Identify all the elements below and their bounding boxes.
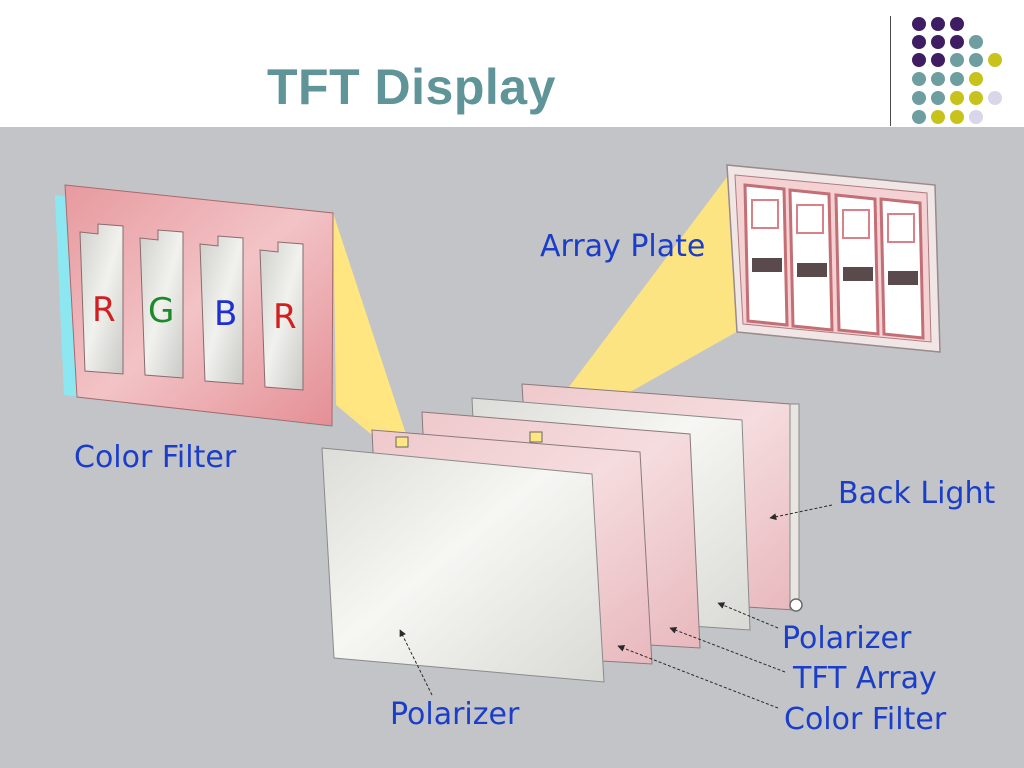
front-polarizer-leader: [399, 629, 433, 696]
front-polarizer-panel: [321, 447, 605, 683]
dot: [950, 91, 964, 105]
back-light-leader: [769, 504, 833, 521]
dot: [931, 35, 945, 49]
color-filter-projection-beam-body: [333, 213, 406, 440]
dot: [912, 72, 926, 86]
dot: [950, 17, 964, 31]
color-filter-callout-edge: [55, 195, 78, 397]
filter-stripe-letter: R: [273, 297, 297, 337]
array-pixel-cell: [879, 197, 925, 340]
back-light-label: Back Light: [838, 476, 995, 511]
dot: [931, 72, 945, 86]
slide-title: TFT Display: [267, 59, 556, 115]
dot: [969, 53, 983, 67]
dot: [969, 35, 983, 49]
dot: [988, 53, 1002, 67]
dot: [912, 17, 926, 31]
dot: [950, 35, 964, 49]
dot: [931, 91, 945, 105]
dot: [912, 35, 926, 49]
dot: [912, 53, 926, 67]
dot: [969, 72, 983, 86]
dot: [931, 17, 945, 31]
color-filter-callout: R G B R: [55, 184, 334, 427]
header-divider: [890, 16, 891, 126]
filter-stripe: [259, 241, 304, 391]
filter-stripe-letter: G: [148, 291, 174, 331]
color-filter-layer-leader: [617, 645, 779, 709]
rear-polarizer-leader: [717, 602, 779, 629]
array-plate-callout-label: Array Plate: [540, 229, 705, 264]
array-plate-projection-beam: [535, 177, 740, 440]
filter-stripe: [79, 223, 124, 375]
dot: [950, 72, 964, 86]
dot: [912, 110, 926, 124]
tft-array-label: TFT Array: [792, 661, 937, 696]
tft-array-corner-mark: [529, 431, 543, 443]
filter-stripe-letter: R: [92, 290, 116, 330]
dot: [950, 53, 964, 67]
dot: [950, 110, 964, 124]
back-light-tube: [789, 403, 800, 611]
array-pixel-cell: [743, 183, 789, 327]
color-filter-callout-label: Color Filter: [74, 440, 237, 475]
rear-polarizer-label: Polarizer: [782, 621, 912, 656]
tft-array-leader: [669, 626, 786, 673]
color-filter-corner-mark: [395, 436, 409, 448]
dot: [988, 91, 1002, 105]
dot: [931, 53, 945, 67]
dot: [969, 91, 983, 105]
filter-stripe: [139, 229, 184, 379]
front-polarizer-label: Polarizer: [390, 697, 520, 732]
decorative-dot-grid: [912, 17, 1002, 124]
filter-stripe-letter: B: [214, 294, 237, 334]
dot: [931, 110, 945, 124]
array-plate-callout: [726, 164, 941, 353]
dot: [912, 91, 926, 105]
dot: [969, 110, 983, 124]
array-pixel-cell: [788, 188, 834, 332]
array-pixel-cell: [834, 193, 880, 336]
back-light-tube-end: [789, 598, 803, 612]
filter-stripe: [199, 235, 244, 385]
color-filter-layer-label: Color Filter: [784, 702, 947, 737]
